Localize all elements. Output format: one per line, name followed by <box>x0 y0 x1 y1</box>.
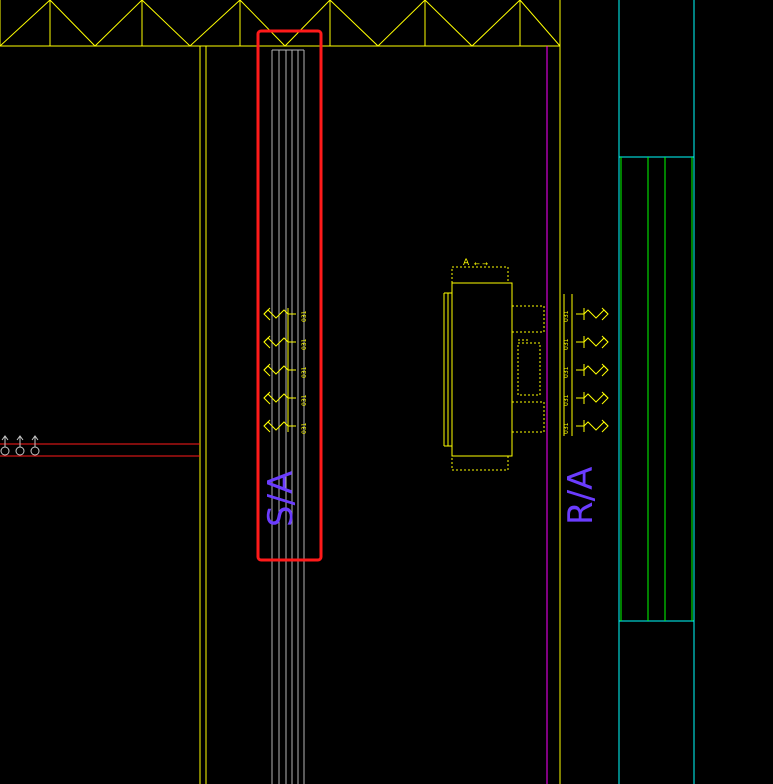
left-wall <box>199 46 207 784</box>
diffuser-dimension: 031 <box>563 422 570 434</box>
supply-air-duct <box>271 49 305 784</box>
return-grille-arrow[interactable]: 031 <box>563 307 609 322</box>
unit-dimension: ← → <box>474 260 488 268</box>
diffuser-dimension: 031 <box>301 394 308 406</box>
supply-diffusers[interactable]: 031 031 031 031 031 <box>263 307 308 434</box>
diffuser-dimension: 031 <box>301 366 308 378</box>
diffuser-dimension: 031 <box>301 338 308 350</box>
diffuser-dimension: 031 <box>301 422 308 434</box>
diffuser-dimension: 031 <box>563 338 570 350</box>
diffuser-dimension: 031 <box>563 394 570 406</box>
left-pipe-run <box>0 435 200 457</box>
diffuser-dimension: 031 <box>301 310 308 322</box>
air-handling-unit[interactable] <box>443 266 545 471</box>
supply-air-label: S/A <box>261 471 301 527</box>
selection-highlight[interactable] <box>256 29 323 562</box>
roof-truss <box>0 0 561 47</box>
return-grille-arrow[interactable]: 031 <box>563 419 609 434</box>
unit-tag: A <box>463 258 470 268</box>
return-grille-arrow[interactable]: 031 <box>563 391 609 406</box>
diffuser-dimension: 031 <box>563 310 570 322</box>
return-air-label: R/A <box>561 467 601 525</box>
return-grille-arrow[interactable]: 031 <box>563 335 609 350</box>
return-grille-arrow[interactable]: 031 <box>563 363 609 378</box>
valve-icons <box>0 435 40 456</box>
diffuser-dimension: 031 <box>563 366 570 378</box>
return-grilles[interactable]: 031 031 031 031 031 <box>563 294 609 436</box>
exterior-wall <box>618 0 695 784</box>
